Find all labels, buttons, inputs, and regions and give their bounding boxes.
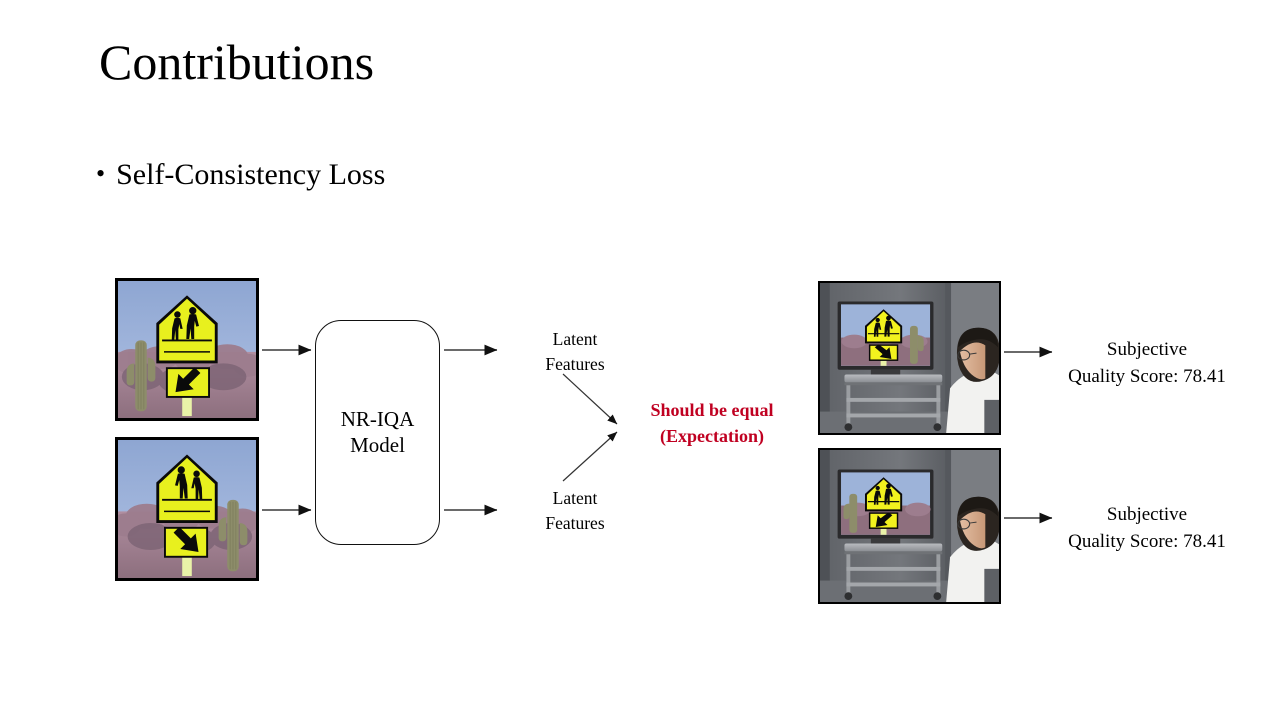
score-top-line1: Subjective <box>1106 339 1188 360</box>
latent-top-line2: Features <box>545 354 605 375</box>
arrow-latent-top-to-note <box>562 373 618 425</box>
score-top-line2: Quality Score: 78.41 <box>1068 365 1226 387</box>
latent-features-label-bottom: Latent Features <box>520 486 630 537</box>
page-title: Contributions <box>99 34 375 90</box>
arrow-latent-bottom-to-note <box>562 431 618 482</box>
screen-arrow-down-right <box>874 344 892 359</box>
nr-iqa-model-box: NR-IQA Model <box>315 320 440 545</box>
model-box-line2: Model <box>350 432 405 457</box>
score-bottom-line1: Subjective <box>1106 504 1188 525</box>
input-image-mirrored <box>115 437 259 581</box>
screen-arrow-down-left <box>875 512 893 527</box>
should-be-equal-note: Should be equal (Expectation) <box>622 398 802 449</box>
latent-top-line1: Latent <box>552 329 598 349</box>
subjective-score-top: Subjective Quality Score: 78.41 <box>1032 337 1262 391</box>
sign-photo-original-svg <box>118 281 256 418</box>
input-image-original <box>115 278 259 421</box>
arrow-glyph-down-left <box>175 367 201 393</box>
bullet-marker: • <box>96 159 106 188</box>
latent-bottom-line2: Features <box>545 513 605 534</box>
bullet-item: • Self-Consistency Loss <box>96 160 385 190</box>
equal-note-line2: (Expectation) <box>660 425 764 446</box>
viewer-scene-top-svg <box>820 283 999 433</box>
viewer-scene-bottom-svg <box>820 450 999 602</box>
arrow-glyph-down-right <box>173 526 199 552</box>
sign-photo-mirrored-svg <box>118 440 256 578</box>
latent-features-label-top: Latent Features <box>520 327 630 378</box>
viewer-image-bottom <box>818 448 1001 604</box>
score-bottom-line2: Quality Score: 78.41 <box>1068 530 1226 552</box>
viewer-image-top <box>818 281 1001 435</box>
model-box-line1: NR-IQA <box>340 406 415 431</box>
subjective-score-bottom: Subjective Quality Score: 78.41 <box>1032 502 1262 556</box>
latent-bottom-line1: Latent <box>552 488 598 508</box>
bullet-label: Self-Consistency Loss <box>116 158 386 191</box>
equal-note-line1: Should be equal <box>650 400 774 420</box>
